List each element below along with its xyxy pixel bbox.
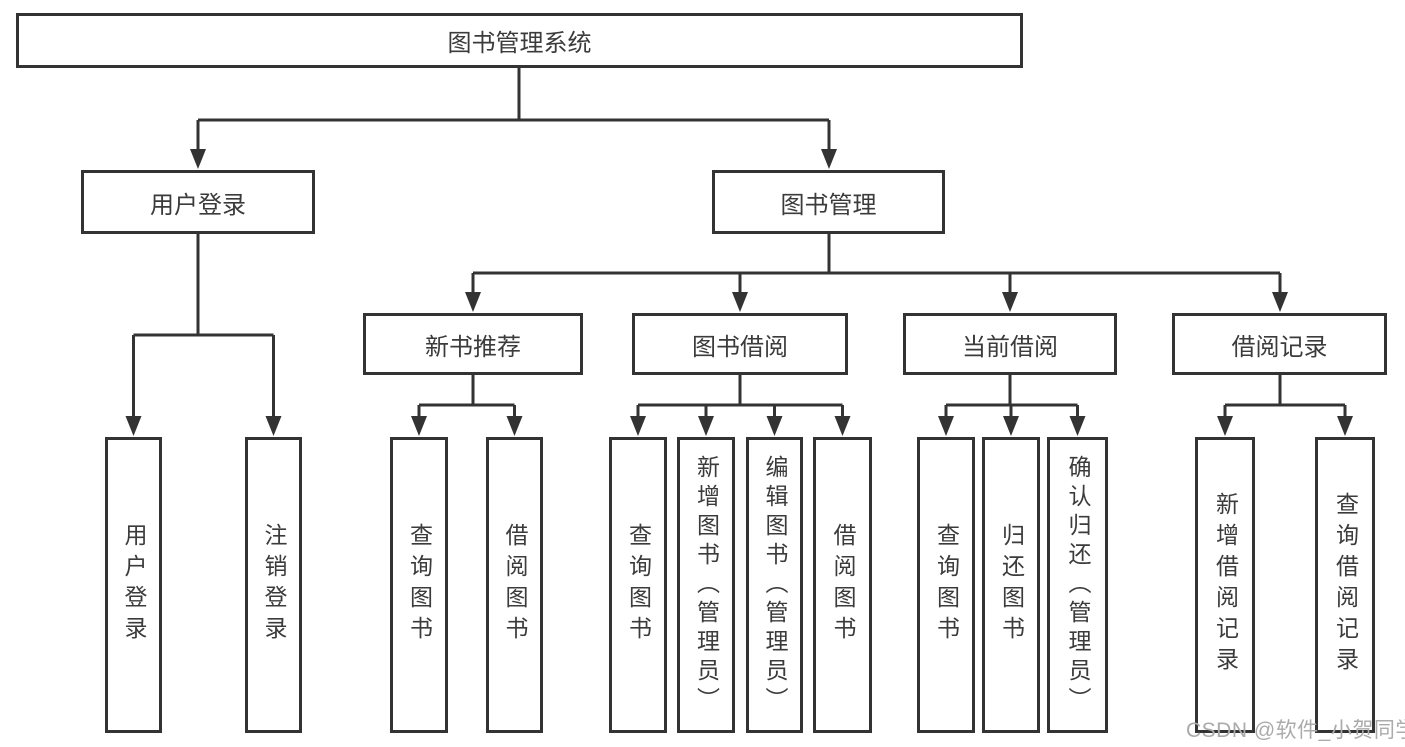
node-label: 图书借阅: [692, 333, 788, 361]
arrowhead-icons: [125, 149, 1353, 436]
node-root-system: 图书管理系统: [16, 13, 1023, 68]
node-label: 图书管理系统: [447, 30, 592, 57]
node-label: 图书管理: [780, 191, 877, 219]
leaf-logout: 注销登录: [245, 437, 302, 733]
csdn-watermark: CSDN @软件_小贺同学: [1186, 719, 1405, 742]
node-label: 当前借阅: [962, 333, 1058, 361]
node-current-borrowing: 当前借阅: [903, 313, 1117, 375]
node-book-management: 图书管理: [712, 170, 945, 234]
node-label: 查询图书: [625, 523, 652, 647]
node-label: 用户登录: [150, 191, 246, 219]
node-label: 新增图书（管理员）: [693, 454, 720, 716]
node-label: 注销登录: [261, 523, 287, 647]
leaf-borrowing-query-books: 查询图书: [609, 437, 667, 733]
leaf-confirm-return-admin: 确认归还（管理员）: [1047, 437, 1108, 733]
leaf-add-borrow-record: 新增借阅记录: [1195, 437, 1255, 733]
node-label: 新书推荐: [425, 333, 521, 361]
node-label: 确认归还（管理员）: [1065, 454, 1091, 716]
node-label: 借阅图书: [830, 523, 856, 647]
leaf-user-login: 用户登录: [105, 437, 162, 733]
leaf-edit-books-admin: 编辑图书（管理员）: [746, 437, 803, 733]
leaf-add-books-admin: 新增图书（管理员）: [677, 437, 735, 733]
leaf-return-books: 归还图书: [982, 437, 1040, 733]
node-label: 新增借阅记录: [1212, 492, 1239, 678]
node-label: 编辑图书（管理员）: [762, 454, 788, 716]
tree-edges: [132, 68, 1347, 418]
node-user-login: 用户登录: [81, 170, 315, 234]
node-label: 查询图书: [933, 523, 960, 647]
node-label: 查询借阅记录: [1332, 492, 1359, 678]
node-book-borrowing: 图书借阅: [632, 313, 848, 375]
leaf-borrowing-borrow-books: 借阅图书: [813, 437, 872, 733]
node-label: 查询图书: [406, 523, 433, 647]
node-label: 借阅记录: [1231, 333, 1328, 361]
node-borrowing-records: 借阅记录: [1172, 313, 1387, 375]
node-label: 用户登录: [121, 523, 147, 647]
node-label: 归还图书: [998, 523, 1025, 647]
leaf-recommend-borrow-books: 借阅图书: [486, 437, 543, 733]
leaf-current-query-books: 查询图书: [917, 437, 975, 733]
leaf-recommend-query-books: 查询图书: [390, 437, 448, 733]
node-new-book-recommend: 新书推荐: [363, 313, 583, 375]
node-label: 借阅图书: [502, 523, 528, 647]
leaf-query-borrow-record: 查询借阅记录: [1315, 437, 1375, 733]
